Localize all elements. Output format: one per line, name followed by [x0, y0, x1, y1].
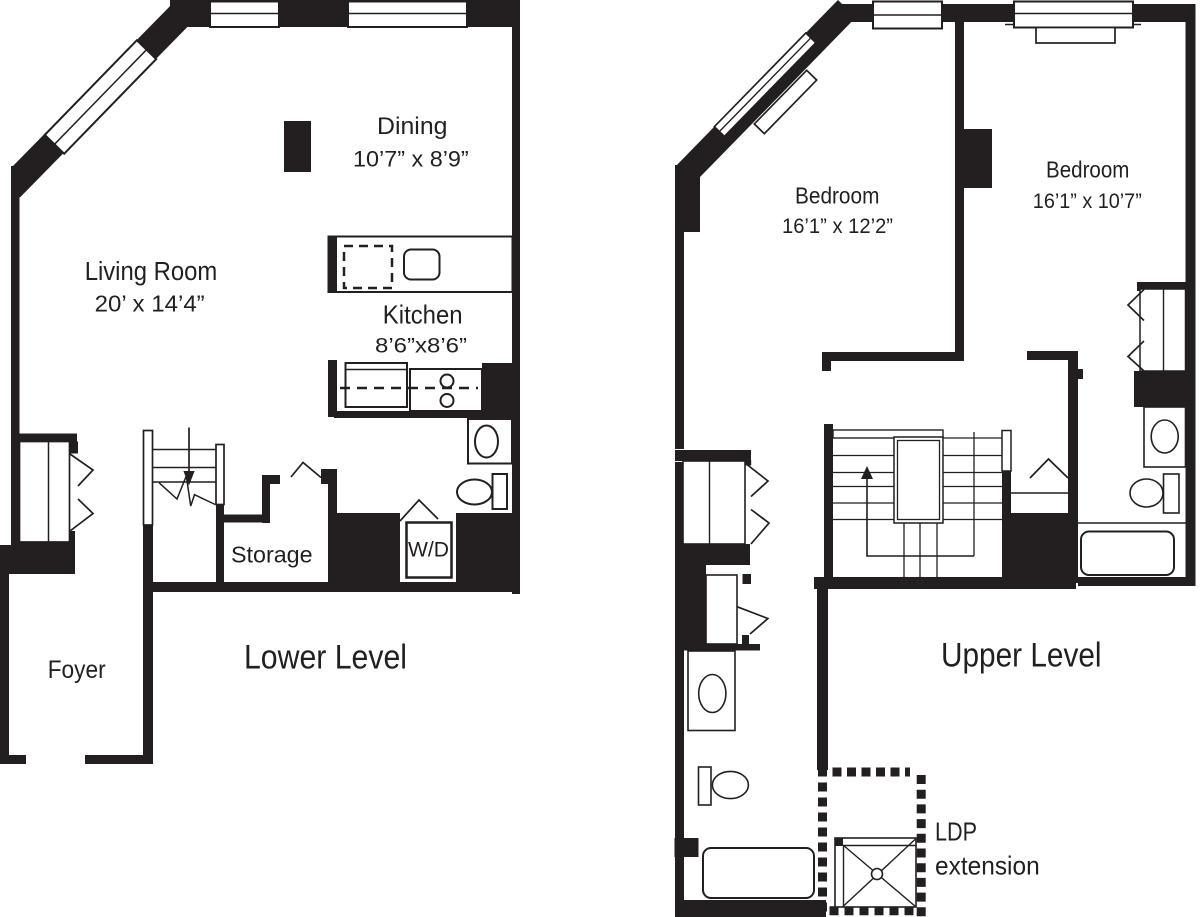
svg-text:Kitchen: Kitchen [383, 300, 463, 330]
svg-text:10’7” x 8’9”: 10’7” x 8’9” [353, 146, 469, 171]
svg-text:LDP: LDP [935, 817, 977, 847]
svg-text:20’ x 14’4”: 20’ x 14’4” [95, 290, 205, 316]
svg-text:Foyer: Foyer [48, 656, 106, 684]
svg-text:Bedroom: Bedroom [795, 183, 879, 209]
svg-text:extension: extension [935, 851, 1040, 881]
svg-text:Lower Level: Lower Level [244, 639, 407, 677]
svg-text:8’6”x8’6”: 8’6”x8’6” [375, 332, 467, 357]
svg-text:16’1” x 10’7”: 16’1” x 10’7” [1033, 190, 1142, 213]
svg-text:W/D: W/D [408, 539, 449, 562]
svg-text:Storage: Storage [231, 542, 313, 568]
svg-text:Upper Level: Upper Level [941, 637, 1102, 675]
svg-text:Living Room: Living Room [85, 258, 218, 286]
svg-text:Bedroom: Bedroom [1046, 157, 1129, 183]
svg-text:Dining: Dining [377, 113, 448, 140]
svg-text:16’1” x 12’2”: 16’1” x 12’2” [782, 215, 893, 238]
